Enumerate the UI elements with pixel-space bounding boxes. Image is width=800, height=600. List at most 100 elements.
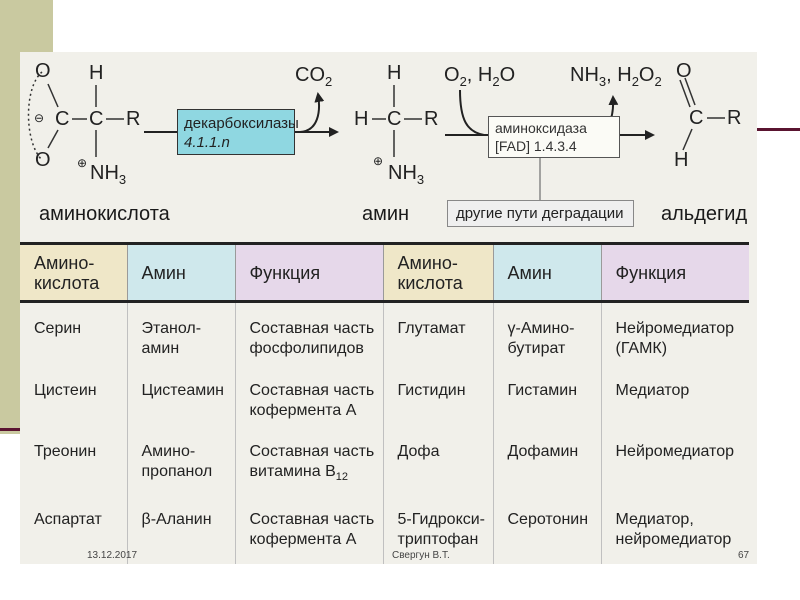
- h2o2-o: O: [638, 64, 655, 86]
- table-cell: γ-Амино- бутират: [492, 301, 601, 365]
- h2o2-h: , H: [606, 64, 632, 86]
- col-header-amino-acid-2: Амино- кислота: [382, 242, 493, 303]
- table-row: Аспартат β-Аланин Составная часть коферм…: [20, 493, 749, 564]
- amine-charge-plus: ⊕: [373, 154, 384, 168]
- table-cell: Нейромедиатор: [600, 426, 749, 494]
- table-row: Треонин Амино- пропанол Составная часть …: [20, 426, 749, 494]
- decarboxylase-name: декарбоксилазы: [184, 115, 299, 132]
- o2-intake-curve: [459, 89, 485, 136]
- col-header-amino-acid: Амино- кислота: [20, 242, 127, 303]
- bond-o-c-bottom: [47, 129, 59, 149]
- table-cell: β-Аланин: [126, 493, 235, 564]
- other-paths-box: другие пути деградации: [447, 200, 634, 227]
- table-cell: Дофа: [382, 426, 493, 494]
- footer-date: 13.12.2017: [87, 550, 138, 561]
- amine-atom-r: R: [424, 108, 439, 130]
- footer-author: Свергун В.Т.: [392, 550, 450, 561]
- decor-left-bar: [0, 52, 20, 434]
- table-cell: Аспартат: [34, 510, 102, 528]
- aldehyde-bond-c-h: [682, 128, 693, 151]
- aldehyde-atom-h: H: [674, 149, 689, 171]
- aldehyde-atom-r: R: [727, 107, 742, 129]
- footer-page-number: 67: [738, 550, 750, 561]
- amine-atom-h-top: H: [387, 62, 402, 84]
- table-cell: Медиатор, нейромедиатор: [600, 493, 749, 564]
- atom-c-alpha: C: [89, 108, 104, 130]
- decarboxylase-box: декарбоксилазы 4.1.1.n: [177, 109, 299, 155]
- table-row: Серин Этанол- амин Составная часть фосфо…: [20, 301, 749, 365]
- col-header-amine: Амин: [126, 242, 235, 303]
- decor-right-line: [757, 128, 800, 131]
- table-cell: Глутамат: [382, 301, 493, 365]
- amino-acid-label: аминокислота: [39, 203, 170, 225]
- nh3-h2o2-label: NH3, H2O2: [570, 65, 662, 88]
- header-text: Функция: [615, 262, 687, 283]
- bond-o-c-top: [47, 83, 59, 108]
- aldehyde-bond-o-c-2: [684, 77, 696, 106]
- col-header-amine-2: Амин: [492, 242, 601, 303]
- table-cell: 5-Гидрокси- триптофан: [382, 493, 493, 564]
- table-cell: Серин: [34, 320, 82, 337]
- table-cell: Составная часть витамина B12: [234, 426, 383, 494]
- h2o-sub: 2: [492, 74, 500, 89]
- atom-r: R: [126, 108, 141, 130]
- atom-c-carboxyl: C: [55, 108, 70, 130]
- table-cell: Гистидин: [382, 364, 493, 427]
- aldehyde-atom-o: O: [676, 60, 692, 82]
- table-cell: Цистеамин: [126, 364, 235, 427]
- amine-oxidase-box: аминоксидаза [FAD] 1.4.3.4: [488, 116, 620, 158]
- header-text: Амино- кислота: [34, 252, 100, 293]
- nh3-sub: 3: [598, 74, 607, 89]
- table-cell: Треонин: [34, 443, 97, 461]
- table-cell: Нейромедиатор (ГАМК): [600, 301, 749, 365]
- co2-sub: 2: [325, 74, 333, 89]
- charge-minus: ⊖: [34, 111, 45, 125]
- amine-atom-nh3: NH3: [388, 163, 424, 186]
- nh3-text: NH: [570, 64, 599, 86]
- col-header-function-2: Функция: [600, 242, 749, 303]
- aldehyde-atom-c: C: [689, 107, 704, 129]
- amine-nh3-sub: 3: [416, 172, 425, 187]
- charge-plus: ⊕: [77, 156, 88, 170]
- nh-text: NH: [90, 162, 119, 184]
- amines-table: Амино- кислота Амин Функция Амино- кисло…: [20, 242, 749, 564]
- b12-subscript: 12: [335, 471, 349, 484]
- header-text: Функция: [249, 262, 321, 283]
- amine-nh-text: NH: [388, 162, 417, 184]
- decor-left-line: [0, 428, 20, 431]
- table-row: Цистеин Цистеамин Составная часть коферм…: [20, 364, 749, 427]
- carboxylate-dotted-arc: [27, 71, 43, 161]
- col-header-function: Функция: [234, 242, 383, 303]
- table-cell: Составная часть кофермента А: [234, 364, 383, 427]
- table-cell: Цистеин: [34, 381, 97, 399]
- oxidase-name: аминоксидаза: [495, 120, 587, 136]
- header-text: Амино- кислота: [397, 252, 463, 293]
- table-cell: Гистамин: [492, 364, 601, 427]
- atom-o-top: O: [35, 60, 51, 82]
- table-cell: Амино- пропанол: [126, 426, 235, 494]
- table-cell: Серотонин: [492, 493, 601, 564]
- table-cell: Медиатор: [600, 364, 749, 427]
- nh3-sub: 3: [118, 172, 127, 187]
- o2-sub: 2: [459, 74, 467, 89]
- o2-h2o-label: O2, H2O: [444, 65, 515, 88]
- atom-h-alpha: H: [89, 62, 104, 84]
- table-cell: Составная часть кофермента А: [234, 493, 383, 564]
- oxidase-cofactor: [FAD] 1.4.3.4: [495, 138, 577, 154]
- cell-text: Составная часть витамина B: [249, 443, 375, 481]
- h2o2-sub2: 2: [654, 74, 662, 89]
- o2-text: O: [444, 64, 460, 86]
- table-cell: Дофамин: [492, 426, 601, 494]
- atom-o-bottom: O: [35, 149, 51, 171]
- amine-atom-c: C: [387, 108, 402, 130]
- aldehyde-label: альдегид: [661, 203, 748, 225]
- header-text: Амин: [507, 262, 552, 283]
- other-paths-label: другие пути деградации: [456, 205, 624, 222]
- atom-nh3: NH3: [90, 163, 126, 186]
- aldehyde-bond-o-c: [679, 79, 691, 108]
- table-cell: Этанол- амин: [126, 301, 235, 365]
- amine-atom-h-left: H: [354, 108, 369, 130]
- decarboxylation-scheme: O ⊖ C O H C R ⊕ NH3 аминокислота декарбо…: [20, 52, 757, 242]
- co2-text: CO: [295, 64, 325, 86]
- h2o-o: O: [499, 64, 516, 86]
